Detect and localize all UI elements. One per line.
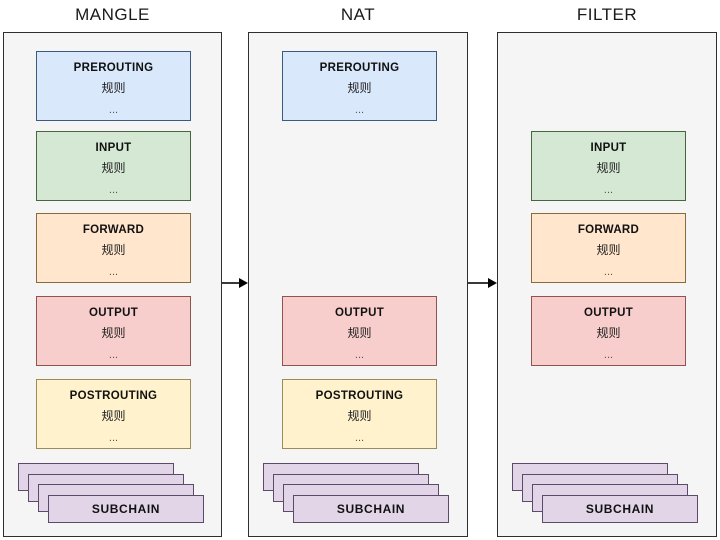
chain-ellipsis-label: ...	[108, 432, 119, 444]
chain-mangle-output: OUTPUT 规则...	[36, 296, 191, 366]
chain-ellipsis-label: ...	[354, 349, 365, 361]
chain-rules-label: 规则	[347, 326, 372, 340]
chain-name-label: POSTROUTING	[315, 390, 404, 402]
chain-rules-label: 规则	[101, 243, 126, 257]
subchain-stack-nat-3: SUBCHAIN	[293, 495, 449, 523]
chain-name-label: OUTPUT	[334, 307, 385, 319]
table-container-nat: PREROUTING 规则... OUTPUT 规则... POSTROUTING 规则.…	[248, 32, 468, 537]
subchain-label: SUBCHAIN	[336, 502, 406, 516]
chain-ellipsis-label: ...	[108, 104, 119, 116]
chain-name-label: INPUT	[590, 142, 627, 154]
subchain-label: SUBCHAIN	[91, 502, 161, 516]
flow-arrow-nat-to-filter	[468, 282, 489, 284]
chain-filter-output: OUTPUT 规则...	[531, 296, 686, 366]
flow-arrow-mangle-to-nat	[222, 282, 240, 284]
chain-ellipsis-label: ...	[603, 349, 614, 361]
subchain-stack-mangle-3: SUBCHAIN	[48, 495, 204, 523]
chain-rules-label: 规则	[347, 81, 372, 95]
chain-filter-forward: FORWARD 规则...	[531, 213, 686, 283]
chain-nat-prerouting: PREROUTING 规则...	[282, 51, 437, 121]
chain-name-label: INPUT	[95, 142, 132, 154]
flow-arrowhead-nat-to-filter	[488, 278, 497, 288]
chain-filter-input: INPUT 规则...	[531, 131, 686, 201]
chain-mangle-input: INPUT 规则...	[36, 131, 191, 201]
chain-ellipsis-label: ...	[108, 349, 119, 361]
chain-rules-label: 规则	[101, 161, 126, 175]
chain-mangle-postrouting: POSTROUTING 规则...	[36, 379, 191, 449]
chain-name-label: PREROUTING	[319, 62, 400, 74]
chain-rules-label: 规则	[596, 326, 621, 340]
chain-nat-postrouting: POSTROUTING 规则...	[282, 379, 437, 449]
chain-ellipsis-label: ...	[108, 266, 119, 278]
subchain-stack-filter-3: SUBCHAIN	[542, 495, 698, 523]
chain-rules-label: 规则	[347, 409, 372, 423]
chain-name-label: FORWARD	[577, 224, 640, 236]
chain-ellipsis-label: ...	[354, 432, 365, 444]
table-title-filter: FILTER	[576, 5, 638, 24]
chain-rules-label: 规则	[596, 243, 621, 257]
chain-mangle-prerouting: PREROUTING 规则...	[36, 51, 191, 121]
chain-name-label: OUTPUT	[88, 307, 139, 319]
chain-rules-label: 规则	[101, 81, 126, 95]
table-title-mangle: MANGLE	[75, 5, 150, 24]
chain-rules-label: 规则	[101, 326, 126, 340]
chain-ellipsis-label: ...	[603, 184, 614, 196]
chain-name-label: PREROUTING	[73, 62, 154, 74]
subchain-label: SUBCHAIN	[585, 502, 655, 516]
table-title-nat: NAT	[340, 5, 376, 24]
table-container-filter: INPUT 规则... FORWARD 规则... OUTPUT 规则... SUBCHAI…	[497, 32, 717, 537]
chain-name-label: OUTPUT	[583, 307, 634, 319]
chain-nat-output: OUTPUT 规则...	[282, 296, 437, 366]
chain-ellipsis-label: ...	[603, 266, 614, 278]
chain-mangle-forward: FORWARD 规则...	[36, 213, 191, 283]
chain-ellipsis-label: ...	[108, 184, 119, 196]
chain-name-label: FORWARD	[82, 224, 145, 236]
chain-rules-label: 规则	[596, 161, 621, 175]
flow-arrowhead-mangle-to-nat	[239, 278, 248, 288]
chain-name-label: POSTROUTING	[69, 390, 158, 402]
chain-rules-label: 规则	[101, 409, 126, 423]
chain-ellipsis-label: ...	[354, 104, 365, 116]
